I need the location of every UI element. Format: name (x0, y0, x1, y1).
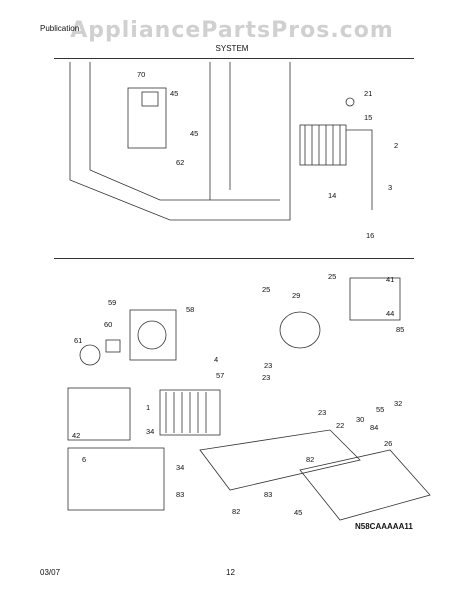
watermark-text: AppliancePartsPros.com (70, 18, 394, 43)
callout-45: 45 (294, 508, 302, 517)
callout-3: 3 (388, 183, 392, 192)
callout-25: 25 (262, 285, 270, 294)
callout-55: 55 (376, 405, 384, 414)
middle-rule (54, 258, 414, 259)
callout-58: 58 (186, 305, 194, 314)
ice-tray-assembly (127, 87, 167, 149)
inset-motor-42 (67, 387, 131, 441)
callout-82: 82 (306, 455, 314, 464)
inset-clip-44 (349, 277, 401, 321)
callout-14: 14 (328, 191, 336, 200)
grommet-part-21 (345, 97, 355, 107)
callout-15: 15 (364, 113, 372, 122)
top-rule (54, 58, 414, 59)
callout-84: 84 (370, 423, 378, 432)
base-pan (199, 429, 361, 491)
cabinet-outline (69, 62, 291, 221)
callout-57: 57 (216, 371, 224, 380)
callout-2: 2 (394, 141, 398, 150)
callout-82: 82 (232, 507, 240, 516)
callout-85: 85 (396, 325, 404, 334)
callout-26: 26 (384, 439, 392, 448)
callout-23: 23 (264, 361, 272, 370)
fan-blade (79, 344, 101, 366)
callout-41: 41 (386, 275, 394, 284)
callout-1: 1 (146, 403, 150, 412)
callout-83: 83 (176, 490, 184, 499)
footer-date: 03/07 (40, 568, 61, 577)
fan-motor (105, 339, 121, 353)
callout-45: 45 (190, 129, 198, 138)
callout-16: 16 (366, 231, 374, 240)
callout-62: 62 (176, 158, 184, 167)
callout-34: 34 (146, 427, 154, 436)
fan-bracket (129, 309, 177, 361)
drain-pan (299, 449, 431, 521)
section-title: SYSTEM (215, 44, 249, 53)
callout-6: 6 (82, 455, 86, 464)
publication-label: Publication (40, 24, 80, 33)
callout-45: 45 (170, 89, 178, 98)
callout-23: 23 (318, 408, 326, 417)
compressor (279, 311, 321, 349)
callout-44: 44 (386, 309, 394, 318)
evaporator-coil-lower (159, 389, 221, 436)
callout-30: 30 (356, 415, 364, 424)
callout-32: 32 (394, 399, 402, 408)
callout-83: 83 (264, 490, 272, 499)
inset-harness-6 (67, 447, 165, 511)
evaporator-coil-upper (299, 124, 347, 166)
callout-60: 60 (104, 320, 112, 329)
callout-4: 4 (214, 355, 218, 364)
callout-21: 21 (364, 89, 372, 98)
callout-42: 42 (72, 431, 80, 440)
callout-61: 61 (74, 336, 82, 345)
callout-59: 59 (108, 298, 116, 307)
diagram-code: N58CAAAAA11 (355, 522, 413, 531)
page-number: 12 (226, 568, 235, 577)
callout-70: 70 (137, 70, 145, 79)
callout-34: 34 (176, 463, 184, 472)
callout-23: 23 (262, 373, 270, 382)
callout-22: 22 (336, 421, 344, 430)
callout-25: 25 (328, 272, 336, 281)
callout-29: 29 (292, 291, 300, 300)
